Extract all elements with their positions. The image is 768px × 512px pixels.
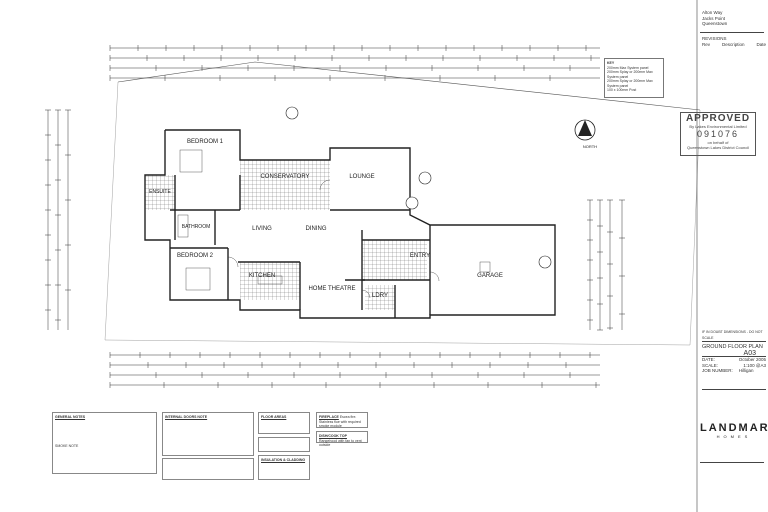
fireplace-note: FIREPLACE Escea fire. Stainless flue wit…: [316, 412, 368, 428]
room-bedroom1: BEDROOM 1: [187, 139, 224, 145]
room-garage: GARAGE: [477, 273, 503, 279]
conservatory-tiles: [240, 160, 330, 210]
note-heading: GENERAL NOTES: [55, 415, 86, 419]
landmark-logo: LANDMARK HOMES: [700, 422, 768, 439]
key-item: 200mm Splay or 200mm Max System panel: [607, 79, 653, 88]
dimension-strings: [45, 45, 625, 388]
room-home-theatre: HOME THEATRE: [308, 286, 355, 292]
internal-doors-note: INTERNAL DOORS NOTE: [162, 412, 254, 456]
legend-key: KEY 200mm Max System panel 200mm Splay o…: [604, 58, 664, 98]
drawing-title: GROUND FLOOR PLAN: [702, 344, 763, 350]
address-block: Alton Way Jacks Point Queenstown: [702, 10, 727, 27]
logo-brand: LANDMARK: [700, 422, 768, 434]
address-line: Jacks Point: [702, 15, 726, 21]
room-conservatory: CONSERVATORY: [260, 174, 309, 180]
sheet-number: A03: [743, 349, 756, 357]
stamp-line: Queenstown Lakes District Council: [686, 145, 750, 150]
insulation-note: INSULATION & CLADDING: [258, 455, 310, 480]
cooktop-note: DISH/COOK TOP Rangehood with fan to vent…: [316, 431, 368, 447]
stamp-number: 091076: [696, 129, 740, 139]
note-heading: FLOOR AREAS: [261, 415, 287, 419]
revisions: REVISIONS Rev Description Date: [702, 36, 766, 47]
room-living: LIVING: [252, 226, 272, 232]
rev-header: Date: [756, 41, 767, 47]
key-title: KEY: [607, 61, 615, 65]
floor-areas-note: FLOOR AREAS: [258, 412, 310, 434]
date-label: DATE:: [702, 357, 715, 362]
note-heading: INSULATION & CLADDING: [261, 458, 306, 462]
approval-stamp: APPROVED By Lakes Environmental Limited …: [680, 112, 756, 156]
room-bedroom2: BEDROOM 2: [177, 253, 214, 259]
misc-note: [162, 458, 254, 480]
room-bathroom: BATHROOM: [182, 224, 211, 230]
logo-sub: HOMES: [716, 434, 752, 439]
fixtures: [177, 149, 491, 299]
job-label: JOB NUMBER:: [702, 368, 733, 373]
scale-value: 1:100: [743, 362, 755, 368]
address-line: Alton Way: [702, 10, 723, 15]
walls: [144, 129, 556, 319]
note-text: SMOKE NOTE: [55, 443, 79, 448]
divider: [700, 32, 764, 33]
note-heading: FIREPLACE: [319, 415, 339, 419]
kitchen-tiles: [240, 262, 300, 300]
north-label: NORTH: [583, 144, 597, 149]
room-laundry: LDRY: [372, 293, 388, 299]
stamp-line: By Lakes Environmental Limited: [689, 124, 747, 129]
key-item: 200mm Splay or 200mm Max System panel: [607, 70, 653, 79]
job-value: Hilligan: [738, 368, 754, 373]
entry-tiles: [362, 240, 427, 280]
note-text: Rangehood with fan to vent outside: [319, 438, 362, 448]
north-arrow-icon: [574, 119, 596, 141]
note-heading: INTERNAL DOORS NOTE: [165, 415, 208, 419]
note-text: Escea fire. Stainless flue with required…: [319, 415, 361, 428]
room-dining: DINING: [306, 226, 327, 232]
room-lounge: LOUNGE: [349, 174, 374, 180]
drawing-info: IF IN DOUBT DIMENSIONS - DO NOT SCALE GR…: [702, 330, 766, 390]
divider: [700, 462, 764, 463]
ensuite-tiles: [145, 175, 175, 210]
scale-warning: IF IN DOUBT DIMENSIONS - DO NOT SCALE: [702, 330, 766, 342]
revisions-label: REVISIONS: [702, 36, 727, 41]
date-value: October 2005: [738, 357, 766, 362]
stamp-line: on behalf of: [707, 140, 729, 145]
key-item: 200mm Max System panel: [607, 65, 649, 70]
note-box: [258, 437, 310, 452]
key-item: 100 x 100mm Post: [607, 88, 637, 92]
stamp-title: APPROVED: [685, 113, 751, 124]
room-kitchen: KITCHEN: [249, 273, 275, 279]
address-line: Queenstown: [702, 21, 728, 26]
site-boundary: [117, 61, 701, 111]
note-heading: DISH/COOK TOP: [319, 434, 347, 438]
rev-header: Rev: [702, 41, 711, 47]
rev-header: Description: [722, 41, 745, 47]
site-boundary-lower: [104, 81, 701, 346]
section-markers: [285, 106, 552, 269]
room-ensuite: ENSUITE: [149, 189, 171, 195]
paper-size: @A3: [755, 362, 766, 368]
scale-label: SCALE:: [702, 362, 719, 368]
room-entry: ENTRY: [410, 253, 430, 259]
general-notes: GENERAL NOTES SMOKE NOTE: [52, 412, 157, 474]
